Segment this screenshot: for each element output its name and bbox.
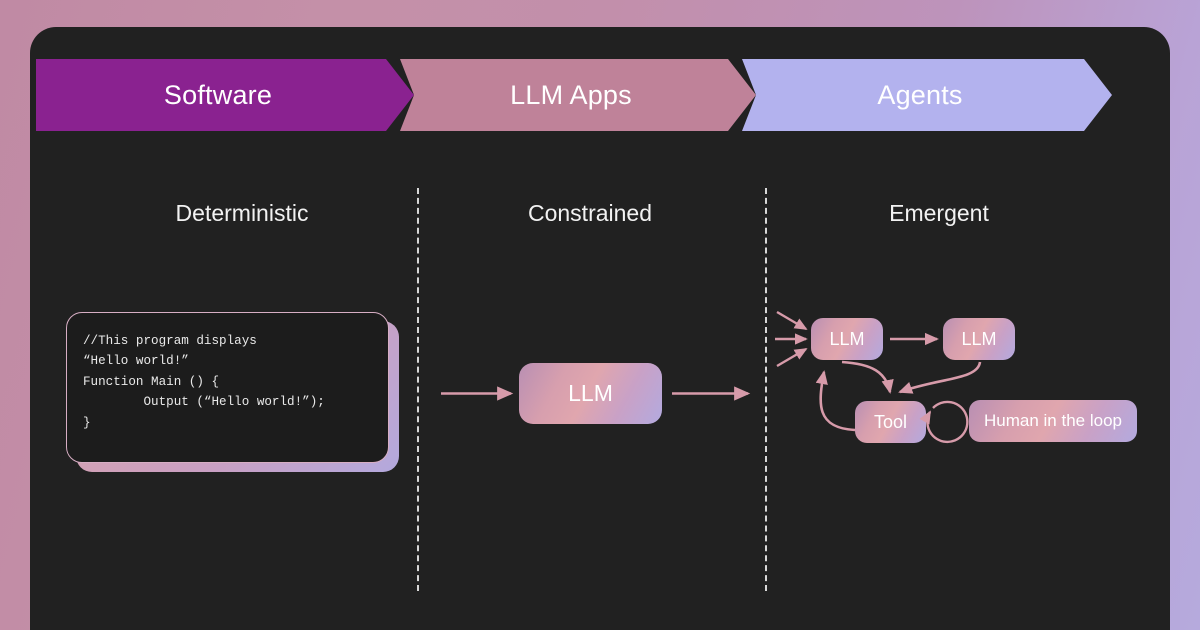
agent-node-tool-label: Tool — [873, 411, 908, 432]
banner-stage-software-label: Software — [163, 79, 273, 110]
code-card-body: //This program displays “Hello world!” F… — [66, 312, 389, 463]
banner-stage-llm-apps-label: LLM Apps — [510, 79, 632, 110]
stage-banner: Software LLM Apps Agents — [36, 59, 1112, 131]
agent-node-tool[interactable]: Tool — [855, 401, 926, 443]
banner-stage-agents-label: Agents — [877, 79, 963, 110]
agent-node-human-in-the-loop-label: Human in the loop — [984, 411, 1122, 430]
column-heading-emergent: Emergent — [889, 200, 989, 226]
column-divider-1 — [417, 188, 419, 591]
column-heading-deterministic: Deterministic — [175, 200, 309, 226]
banner-stage-agents[interactable]: Agents — [742, 59, 1112, 131]
code-sample-text: //This program displays “Hello world!” F… — [83, 334, 325, 430]
agent-node-llm-1-label: LLM — [829, 328, 865, 349]
agent-node-llm-1[interactable]: LLM — [811, 318, 883, 360]
banner-stage-software[interactable]: Software — [36, 59, 414, 131]
banner-stage-llm-apps[interactable]: LLM Apps — [400, 59, 756, 131]
agent-node-llm-2[interactable]: LLM — [943, 318, 1015, 360]
column-heading-constrained: Constrained — [527, 200, 653, 226]
column-divider-2 — [765, 188, 767, 591]
agent-node-llm-2-label: LLM — [961, 328, 997, 349]
llm-apps-node[interactable]: LLM — [519, 363, 662, 424]
agent-node-human-in-the-loop[interactable]: Human in the loop — [969, 400, 1137, 442]
llm-apps-node-label: LLM — [568, 380, 613, 406]
code-sample-card: //This program displays “Hello world!” F… — [66, 312, 399, 472]
